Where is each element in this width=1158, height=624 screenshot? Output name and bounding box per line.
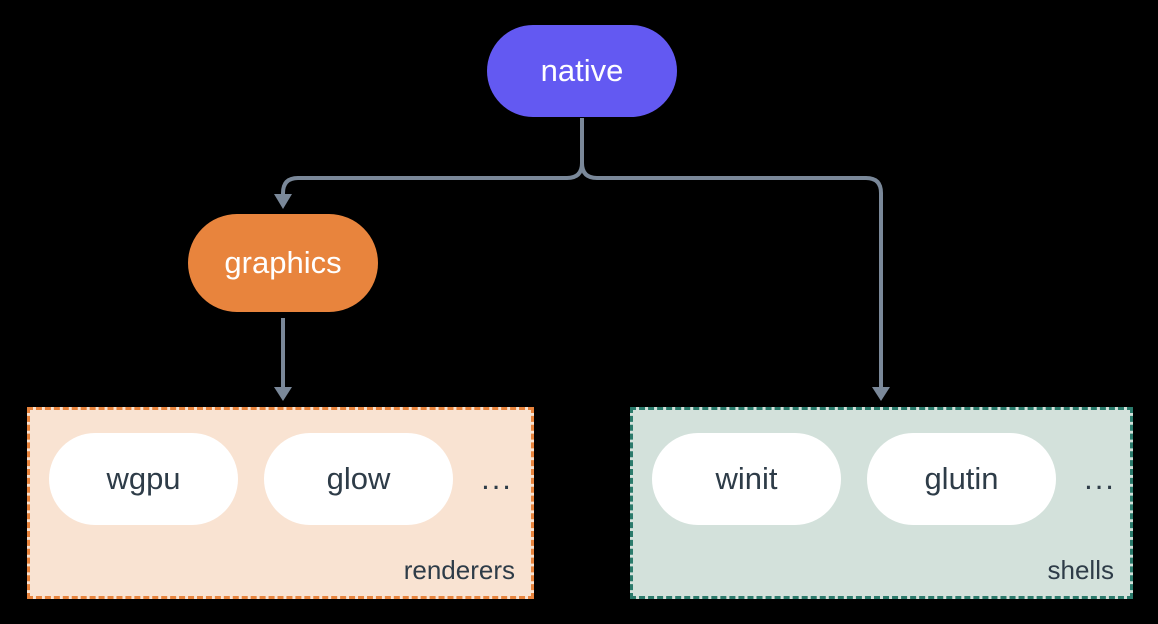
group-shells: winit glutin ... shells <box>630 407 1133 599</box>
group-renderers: wgpu glow ... renderers <box>27 407 534 599</box>
edge-native-graphics <box>281 118 584 195</box>
arrowhead-shells <box>872 387 890 401</box>
shells-ellipsis: ... <box>1084 461 1116 496</box>
edge-native-shells <box>580 118 883 387</box>
node-glow: glow <box>264 433 453 525</box>
node-glutin-label: glutin <box>924 461 999 496</box>
group-renderers-label: renderers <box>403 555 515 585</box>
arrowhead-renderers <box>274 387 292 401</box>
node-wgpu: wgpu <box>49 433 238 525</box>
node-native-label: native <box>540 53 624 88</box>
node-glutin: glutin <box>867 433 1056 525</box>
arrowhead-graphics <box>274 194 292 209</box>
node-wgpu-label: wgpu <box>106 461 181 496</box>
node-graphics: graphics <box>188 214 378 312</box>
node-winit-label: winit <box>715 461 778 496</box>
group-shells-label: shells <box>1047 555 1114 585</box>
node-glow-label: glow <box>326 461 391 496</box>
node-native: native <box>487 25 677 117</box>
node-graphics-label: graphics <box>224 245 342 280</box>
node-winit: winit <box>652 433 841 525</box>
renderers-ellipsis: ... <box>481 461 513 496</box>
